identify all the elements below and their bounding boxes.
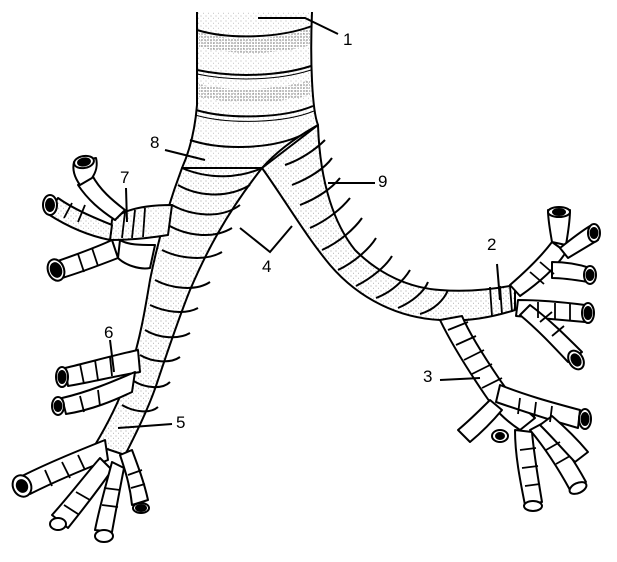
label-5: 5 — [176, 414, 185, 431]
label-1: 1 — [343, 31, 352, 48]
leader-4 — [240, 226, 292, 252]
label-2: 2 — [487, 236, 496, 253]
label-3: 3 — [423, 368, 432, 385]
right-upper-lobe-bronchi — [510, 210, 598, 362]
label-9: 9 — [378, 173, 387, 190]
label-7: 7 — [120, 169, 129, 186]
label-4: 4 — [262, 258, 271, 275]
leader-7 — [126, 188, 127, 222]
label-6: 6 — [104, 324, 113, 341]
label-8: 8 — [150, 134, 159, 151]
